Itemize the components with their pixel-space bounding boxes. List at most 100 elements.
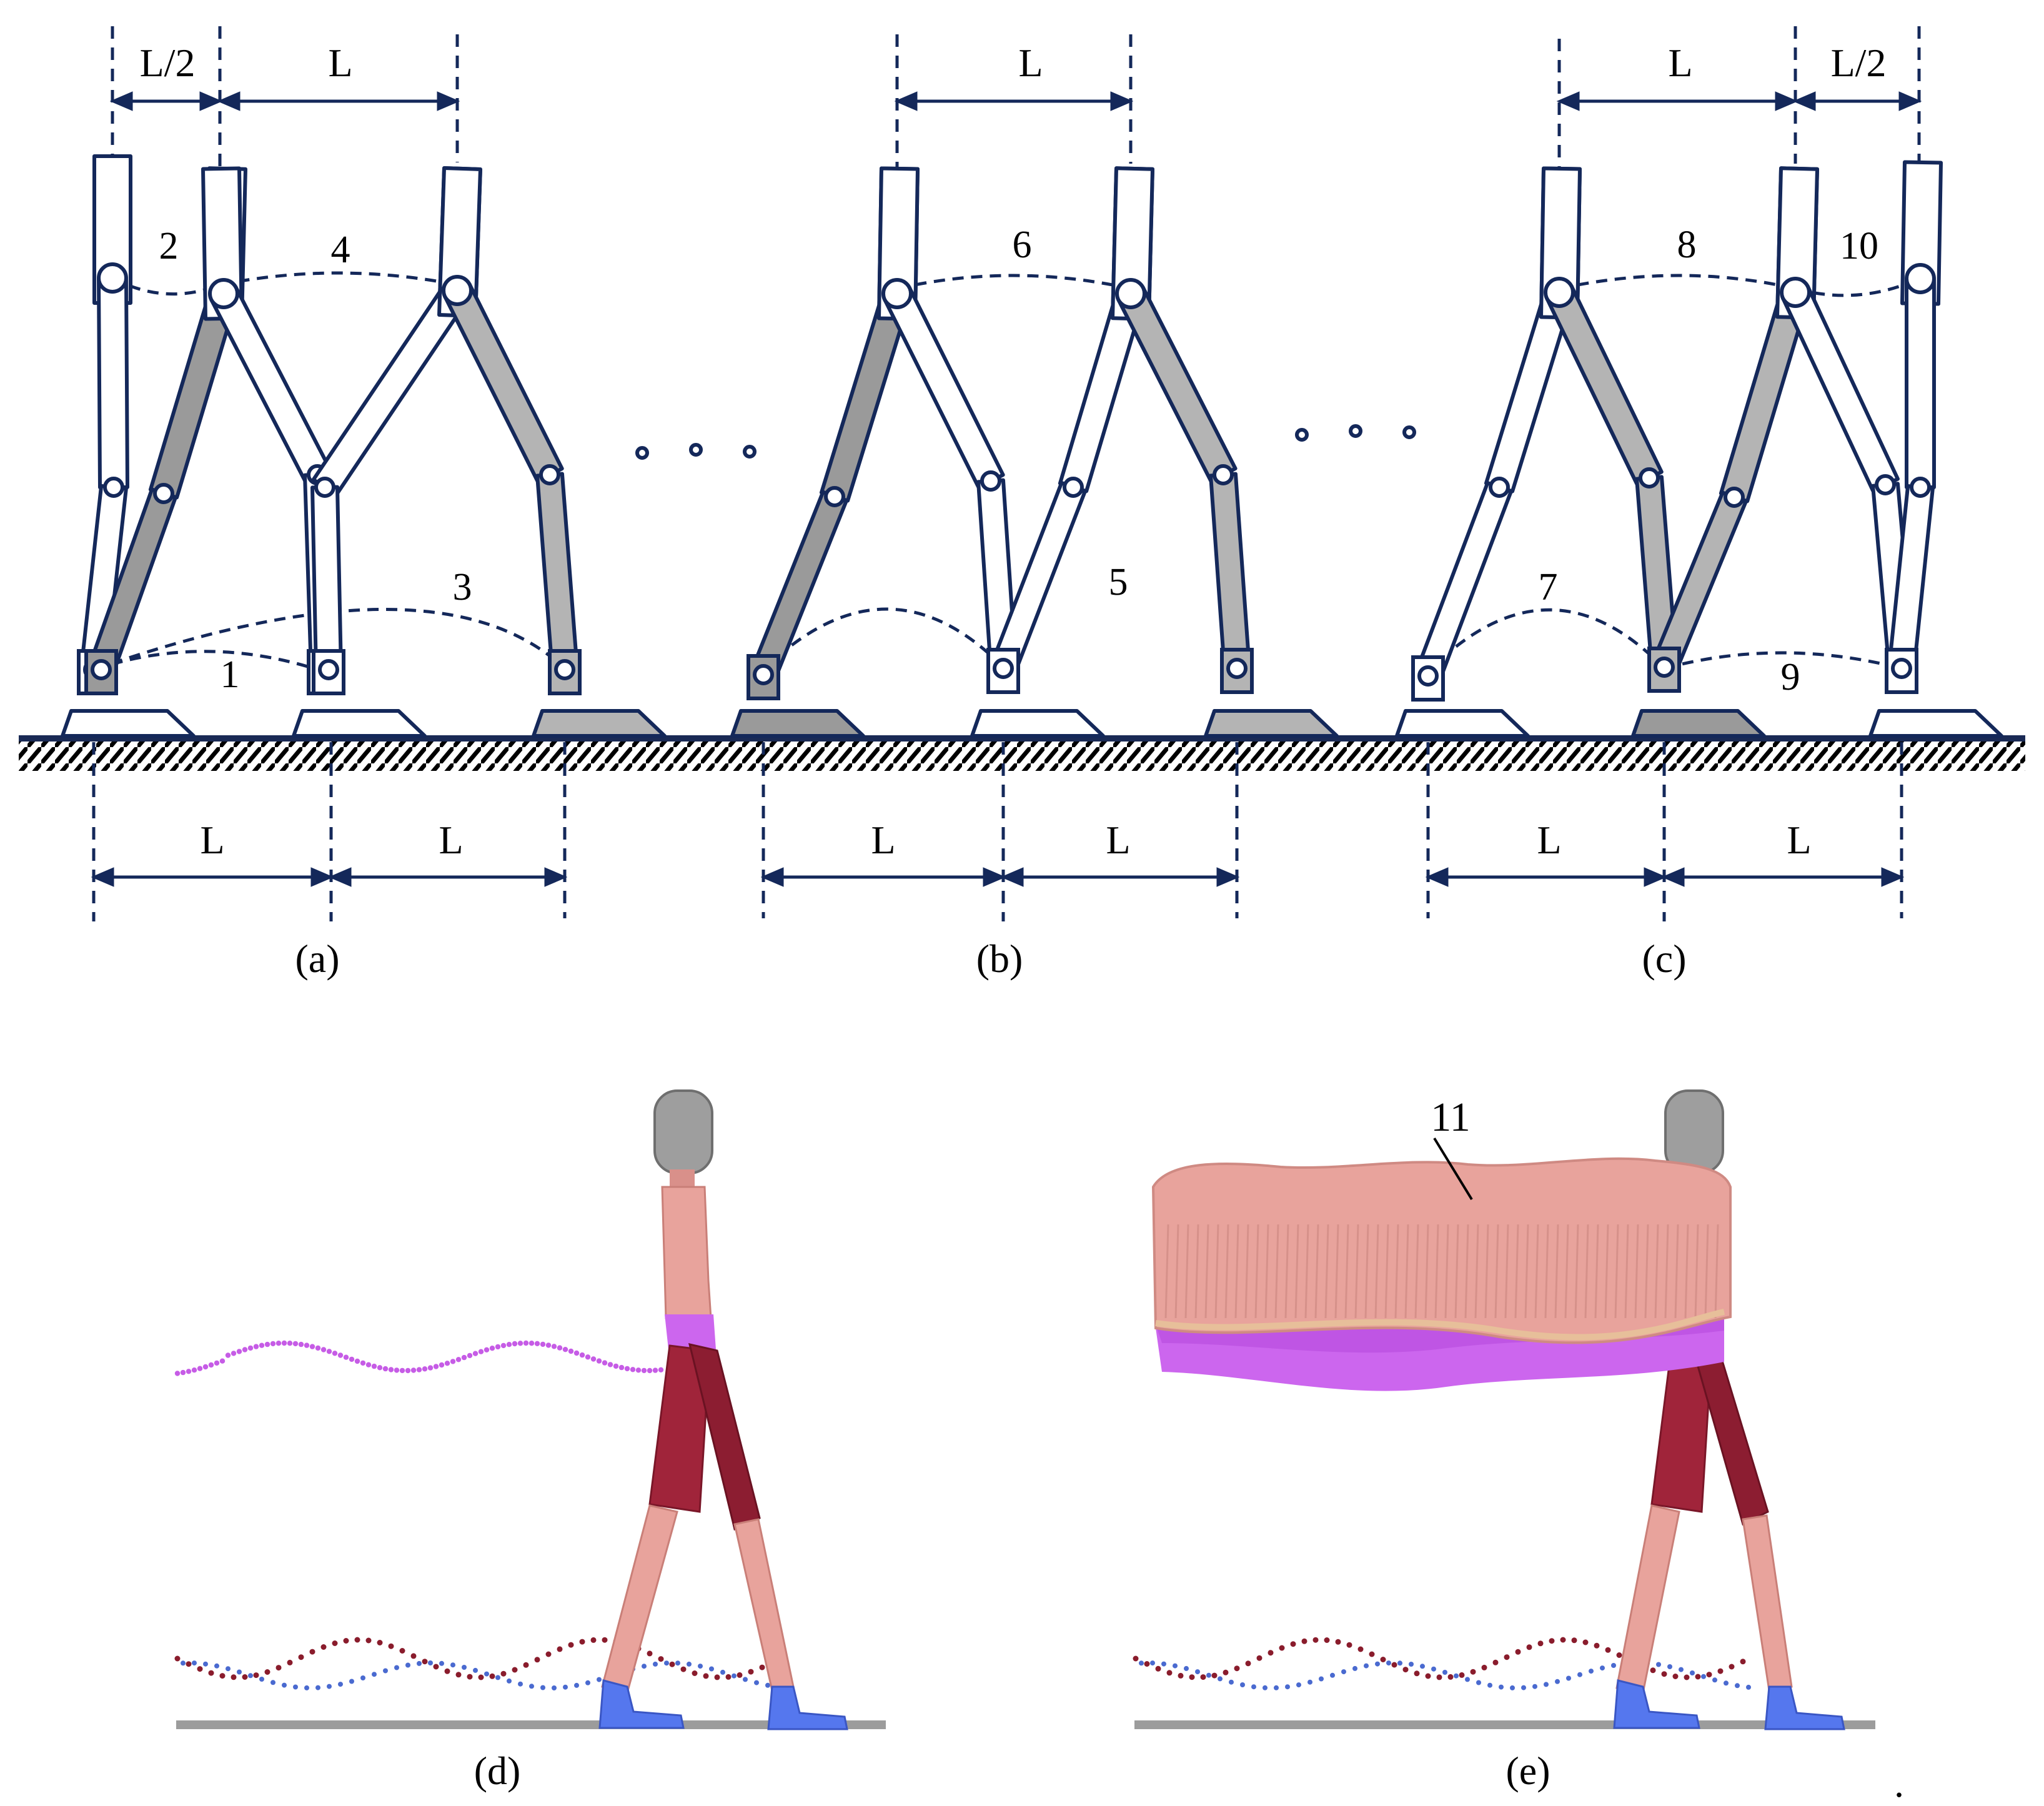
trail-dot [529,1684,534,1689]
trail-dot [1515,1649,1521,1655]
stripe [1614,1224,1619,1319]
ankle-joint [753,664,774,685]
trail-dot [197,1666,203,1672]
hip-joint [1544,277,1575,308]
trail-dot [186,1661,192,1667]
swept-torso-trajectory [1151,1157,1732,1391]
ankle-joint [1654,657,1675,678]
trail-dot [444,1361,450,1366]
dim-label-b-full: L [1018,41,1043,85]
ankle-joint [91,659,112,680]
trail-dot [1256,1655,1263,1661]
stripe [1664,1224,1669,1319]
trail-dot [597,1677,602,1682]
trail-dot [1150,1660,1155,1666]
trajectory-number: 6 [1013,224,1032,266]
trail-dot [478,1674,484,1680]
stripe [1604,1224,1609,1319]
dim-label-bottom: L [1106,818,1130,862]
trail-dot [703,1673,709,1679]
trail-dot [1218,1676,1223,1682]
trail-dot [1729,1664,1735,1670]
stripe [1564,1224,1569,1319]
trail-dot [422,1366,428,1372]
stripe [1554,1224,1559,1319]
trail-dot [264,1341,270,1347]
trail-dot [365,1637,372,1644]
trail-dot [1229,1679,1234,1685]
trail-dot [489,1346,495,1351]
trail-dot [1459,1672,1465,1678]
trail-dot [467,1352,473,1359]
trail-dot [512,1667,518,1673]
ankle-trajectory-dots [1133,1637,1751,1690]
human-figure [598,1089,848,1730]
stripe [1534,1224,1539,1319]
ground-hatched [19,735,2025,771]
thigh-link [1116,285,1238,484]
trail-dot [1492,1659,1499,1665]
trail-dot [512,1341,518,1347]
dim-label-a-full: L [328,41,352,85]
stripe [1194,1224,1199,1319]
trail-dot [1290,1641,1296,1647]
trail-dot [304,1685,309,1690]
hip-joint [1905,263,1936,294]
trail-dot [1397,1660,1402,1666]
stripe [1714,1224,1719,1319]
trail-dot [1476,1680,1481,1685]
trail-dot [1661,1671,1667,1677]
trail-dot [1357,1646,1364,1652]
trail-dot [181,1660,186,1666]
ankle-joint [1891,658,1912,679]
trail-dot [743,1677,748,1682]
trail-dot [174,1655,181,1662]
head [1664,1089,1724,1174]
trail-dot [1223,1669,1229,1675]
torso [661,1186,712,1319]
dim-label-bottom: L [1537,818,1561,862]
trail-dot [304,1342,310,1348]
trajectory-number: 7 [1539,566,1558,608]
trail-dot [624,1366,630,1372]
trail-dot [1735,1683,1740,1689]
foot-plate [1395,709,1530,738]
trail-dot [231,1674,237,1680]
trail-dot [534,1657,540,1663]
trail-dot [1274,1685,1279,1690]
trail-dot [652,1367,658,1373]
trajectory-number: 8 [1677,224,1697,266]
stripe [1204,1224,1209,1319]
trail-dot [725,1674,732,1680]
trail-dot [1499,1684,1504,1690]
stripe [1264,1224,1269,1319]
stripe [1424,1224,1429,1319]
trail-dot [1724,1680,1729,1686]
render-panel-e: 11 [1133,1089,1875,1730]
trail-dot [394,1367,400,1373]
ankle-joint [993,658,1014,679]
trail-dot [270,1341,276,1347]
trail-dot [523,1662,529,1668]
trail-dot [709,1666,714,1672]
trail-dot [214,1360,220,1366]
trail-dot [202,1364,209,1370]
stripe [1304,1224,1309,1319]
knee-joint [103,477,124,498]
trail-dot [309,1649,315,1655]
trail-dot [1301,1638,1307,1644]
ankle-joint [1226,658,1248,679]
trail-dot [405,1662,410,1668]
trail-dot [1695,1674,1701,1680]
stripe [1234,1224,1239,1319]
trail-dot [579,1639,585,1645]
trail-dot [444,1668,450,1674]
knee-joint [153,483,174,504]
trail-dot [388,1643,394,1649]
trail-dot [1611,1663,1616,1668]
panel-label-e: (e) [1506,1749,1550,1793]
knee-joint [1875,474,1896,495]
trail-dot [1481,1664,1487,1670]
shank-link [310,485,343,672]
trail-dot [1133,1655,1139,1662]
